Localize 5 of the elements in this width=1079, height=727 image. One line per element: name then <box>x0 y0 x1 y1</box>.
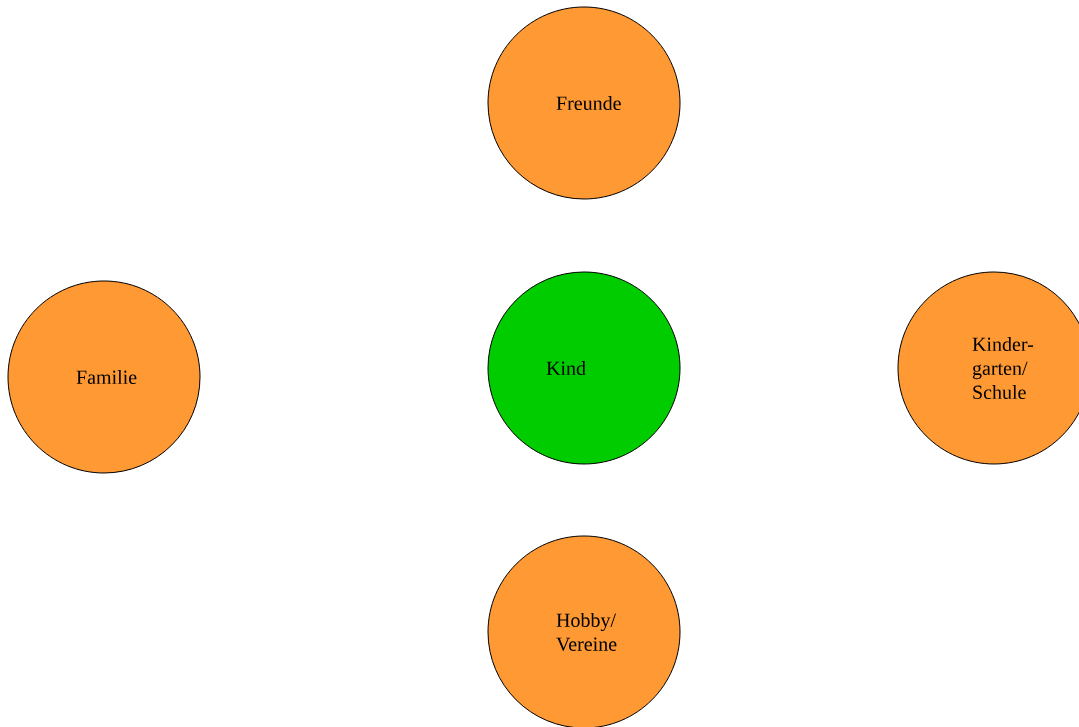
circle-node: Kinder- garten/ Schule <box>897 271 1079 465</box>
circle-node: Familie <box>7 280 201 474</box>
circle-node: Kind <box>487 271 681 465</box>
circle-node: Hobby/ Vereine <box>487 535 681 727</box>
circle-node: Freunde <box>487 6 681 200</box>
